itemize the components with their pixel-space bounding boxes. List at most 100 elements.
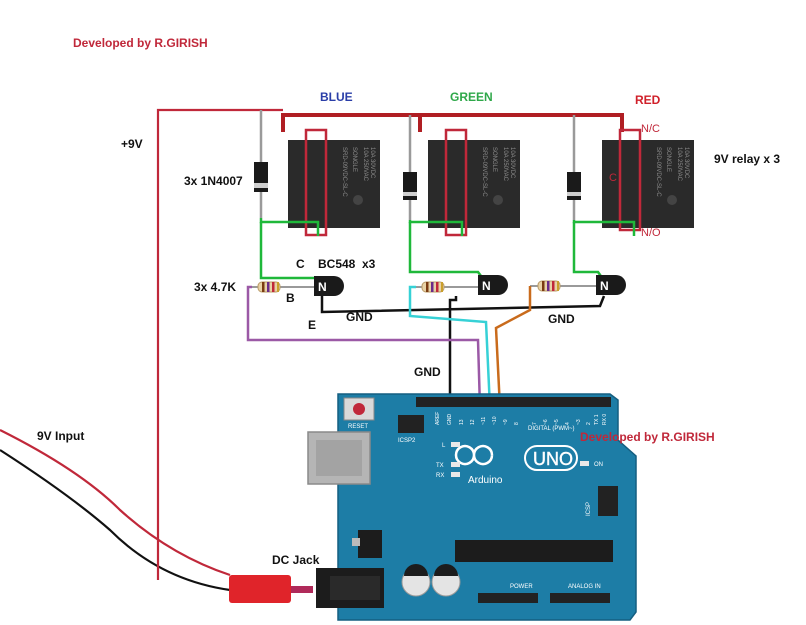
input-label: 9V Input [37,429,85,443]
transistor-2: N [478,275,508,295]
rail-9v-wire [156,108,624,580]
relay-print-text: SRD-09VDC-SL-C [481,147,487,197]
led-l-label: L [442,443,446,449]
relay-print-text: 10A 30VDC [369,147,375,179]
dc-jack-label: DC Jack [272,553,320,567]
relay-print-text: SONGLE [491,147,497,172]
pin-label: 7 [532,422,538,425]
relay-c-label: C [609,172,617,184]
digital-label: DIGITAL (PWM~) [528,426,575,432]
transistor-1: N [314,276,344,296]
pin-label: 13 [459,419,465,425]
resistor-3 [530,280,596,292]
input-black-wire [0,449,231,592]
microcontroller-chip [455,540,613,562]
relay-print-text: 10A 30VDC [683,147,689,179]
icsp2-label: ICSP2 [398,438,416,444]
input-wires [0,429,231,592]
relay-blue [288,128,380,237]
pin-label: RX 0 [602,414,608,425]
gnd-label-1: GND [346,310,373,324]
emitter-pin-label: E [308,318,317,332]
arduino-board: RESET ICSP2 UNO Arduino L TX RX ON ICSP [307,393,637,621]
credit-title: Developed by R.GIRISH [73,36,208,50]
relay-print-text: SONGLE [665,147,671,172]
led-tx-label: TX [436,463,444,469]
relay-print-text: SONGLE [351,147,357,172]
rail-9v-label: +9V [121,137,143,151]
power-header [478,593,538,603]
power-label: POWER [510,584,533,590]
plug-body [229,575,291,603]
transistor-mark: N [600,279,609,293]
input-red-wire [0,429,231,577]
gnd-label-2: GND [548,312,575,326]
resistor-1 [252,281,316,293]
aref-label: AREF [435,412,441,425]
resistor-label: 3x 4.7K [194,280,237,294]
relay-green [428,128,520,237]
pin-label: TX 1 [594,414,600,425]
led-rx-label: RX [436,473,444,479]
arduino-uno-logo: UNO [533,449,573,469]
channel-red-label: RED [635,93,661,107]
credit-overlay: Developed by R.GIRISH [580,430,715,444]
relay-print-text: SRD-09VDC-SL-C [655,147,661,197]
relay-print-text: 10A 250VAC [362,147,368,182]
pin-label: ~6 [543,419,549,425]
pin-label: 8 [514,422,520,425]
arduino-pin-labels: AREF GND 13 12 ~11 ~10 ~9 8 7 ~6 ~5 4 ~3… [435,412,608,425]
icsp2-header [398,415,424,433]
arduino-brand: Arduino [468,475,503,486]
relay-label: 9V relay x 3 [714,152,781,166]
icsp-label: ICSP [586,502,592,516]
orange-wire [494,286,532,409]
voltage-regulator [358,530,382,558]
pin-label: 12 [470,419,476,425]
board-gnd-label: GND [447,414,453,426]
pin-label: 4 [565,422,571,425]
relay-print-red: SONGLE SRD-09VDC-SL-C 10A 250VAC 10A 30V… [655,147,689,197]
pin-label: ~11 [481,417,487,425]
relay-print-text: 10A 250VAC [502,147,508,182]
transistor-label: BC548 [318,257,356,271]
gnd-wire [320,295,606,408]
signal-wires [246,285,532,409]
gnd-label-3: GND [414,365,441,379]
resistor-2 [416,281,478,293]
diode-label: 3x 1N4007 [184,174,243,188]
pin-label: 2 [586,422,592,425]
relay-print-blue: SONGLE SRD-09VDC-SL-C 10A 250VAC 10A 30V… [341,147,375,197]
icsp-header [598,486,618,516]
relay-print-text: SRD-09VDC-SL-C [341,147,347,197]
transistor-3: N [596,275,626,295]
diodes [254,110,581,220]
transistor-count: x3 [362,257,376,271]
relay-red [602,128,694,232]
pin-label: ~10 [492,416,498,425]
pin-label: ~3 [576,419,582,425]
channel-green-label: GREEN [450,90,493,104]
purple-wire [246,285,482,409]
pin-label: ~5 [554,419,560,425]
relay-print-text: 10A 250VAC [676,147,682,182]
cyan-wire [408,285,492,409]
relay-print-text: 10A 30VDC [509,147,515,179]
led-on-label: ON [594,462,603,468]
digital-header [416,397,611,407]
transistor-mark: N [318,280,327,294]
relay-nc-label: N/C [641,123,660,135]
analog-header [550,593,610,603]
channel-blue-label: BLUE [320,90,353,104]
base-pin-label: B [286,291,295,305]
plug-pin [291,586,313,593]
transistor-mark: N [482,279,491,293]
dc-jack-plug [229,575,313,603]
relay-no-label: N/O [641,227,661,239]
reset-label: RESET [348,424,368,430]
pin-label: ~9 [503,419,509,425]
analog-label: ANALOG IN [568,584,601,590]
relay-print-green: SONGLE SRD-09VDC-SL-C 10A 250VAC 10A 30V… [481,147,515,197]
collector-pin-label: C [296,257,305,271]
